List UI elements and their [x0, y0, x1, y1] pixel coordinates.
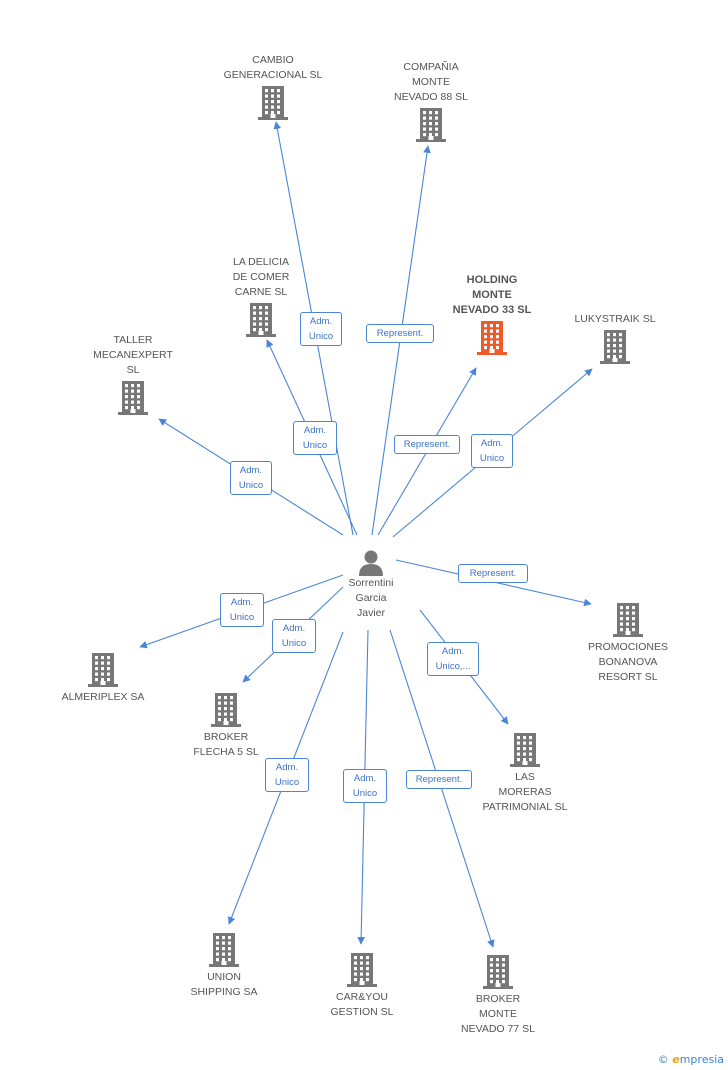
- building-icon: [600, 330, 630, 364]
- company-icon-holding[interactable]: [476, 320, 508, 361]
- company-node-compania[interactable]: COMPAÑIA MONTE NEVADO 88 SL: [381, 60, 481, 105]
- company-node-almeriplex[interactable]: ALMERIPLEX SA: [53, 690, 153, 705]
- building-icon: [416, 108, 446, 142]
- edge-label-union[interactable]: Adm. Unico: [265, 758, 309, 792]
- building-icon: [88, 653, 118, 687]
- company-icon-flecha[interactable]: [210, 692, 242, 733]
- company-node-promociones[interactable]: PROMOCIONES BONANOVA RESORT SL: [578, 640, 678, 685]
- edge-label-delicia[interactable]: Adm. Unico: [293, 421, 337, 455]
- building-icon: [483, 955, 513, 989]
- edge-label-almeriplex[interactable]: Adm. Unico: [220, 593, 264, 627]
- edge-label-flecha[interactable]: Adm. Unico: [272, 619, 316, 653]
- company-name: LAS MORERAS PATRIMONIAL SL: [482, 771, 568, 813]
- edge-label-promociones[interactable]: Represent.: [458, 564, 528, 583]
- building-icon: [510, 733, 540, 767]
- company-icon-caryou[interactable]: [346, 952, 378, 993]
- company-node-delicia[interactable]: LA DELICIA DE COMER CARNE SL: [211, 255, 311, 300]
- company-icon-moreras[interactable]: [509, 732, 541, 773]
- building-icon: [477, 321, 507, 355]
- brand-footer: © empresia: [658, 1053, 724, 1066]
- edge-label-cambio[interactable]: Adm. Unico: [300, 312, 342, 346]
- brand-initial: e: [672, 1053, 680, 1066]
- building-icon: [246, 303, 276, 337]
- company-name: LUKYSTRAIK SL: [574, 313, 656, 325]
- center-person[interactable]: Sorrentini Garcia Javier: [322, 548, 420, 621]
- edge-label-caryou[interactable]: Adm. Unico: [343, 769, 387, 803]
- company-icon-monte77[interactable]: [482, 954, 514, 995]
- edge-label-moreras[interactable]: Adm. Unico,...: [427, 642, 479, 676]
- company-name: HOLDING MONTE NEVADO 33 SL: [452, 274, 532, 316]
- edge-label-monte77[interactable]: Represent.: [406, 770, 472, 789]
- company-name: COMPAÑIA MONTE NEVADO 88 SL: [394, 61, 468, 103]
- building-icon: [118, 381, 148, 415]
- edge-label-taller[interactable]: Adm. Unico: [230, 461, 272, 495]
- building-icon: [613, 603, 643, 637]
- company-node-flecha[interactable]: BROKER FLECHA 5 SL: [176, 730, 276, 760]
- company-name: TALLER MECANEXPERT SL: [93, 334, 173, 376]
- company-node-cambio[interactable]: CAMBIO GENERACIONAL SL: [223, 53, 323, 83]
- edge-label-lukystraik[interactable]: Adm. Unico: [471, 434, 513, 468]
- company-node-monte77[interactable]: BROKER MONTE NEVADO 77 SL: [448, 992, 548, 1037]
- company-name: PROMOCIONES BONANOVA RESORT SL: [588, 641, 668, 683]
- company-icon-delicia[interactable]: [245, 302, 277, 343]
- company-name: LA DELICIA DE COMER CARNE SL: [232, 256, 290, 298]
- building-icon: [209, 933, 239, 967]
- company-node-union[interactable]: UNION SHIPPING SA: [174, 970, 274, 1000]
- building-icon: [211, 693, 241, 727]
- company-icon-promociones[interactable]: [612, 602, 644, 643]
- company-name: CAR&YOU GESTION SL: [330, 991, 394, 1018]
- company-name: BROKER FLECHA 5 SL: [193, 731, 259, 758]
- company-node-caryou[interactable]: CAR&YOU GESTION SL: [312, 990, 412, 1020]
- person-icon: [359, 550, 383, 576]
- company-icon-taller[interactable]: [117, 380, 149, 421]
- company-icon-union[interactable]: [208, 932, 240, 973]
- building-icon: [347, 953, 377, 987]
- company-name: ALMERIPLEX SA: [61, 691, 145, 703]
- company-icon-cambio[interactable]: [257, 85, 289, 126]
- company-name: UNION SHIPPING SA: [190, 971, 258, 998]
- edge-label-holding[interactable]: Represent.: [394, 435, 460, 454]
- edge-label-compania[interactable]: Represent.: [366, 324, 434, 343]
- company-icon-almeriplex[interactable]: [87, 652, 119, 693]
- company-node-moreras[interactable]: LAS MORERAS PATRIMONIAL SL: [475, 770, 575, 815]
- company-node-taller[interactable]: TALLER MECANEXPERT SL: [83, 333, 183, 378]
- building-icon: [258, 86, 288, 120]
- company-node-holding[interactable]: HOLDING MONTE NEVADO 33 SL: [442, 273, 542, 318]
- company-icon-lukystraik[interactable]: [599, 329, 631, 370]
- copyright-symbol: ©: [657, 1053, 669, 1066]
- person-name: Sorrentini Garcia Javier: [348, 577, 394, 619]
- company-node-lukystraik[interactable]: LUKYSTRAIK SL: [562, 312, 668, 327]
- company-icon-compania[interactable]: [415, 107, 447, 148]
- brand-name: mpresia: [679, 1053, 724, 1066]
- company-name: CAMBIO GENERACIONAL SL: [223, 54, 323, 81]
- company-name: BROKER MONTE NEVADO 77 SL: [461, 993, 535, 1035]
